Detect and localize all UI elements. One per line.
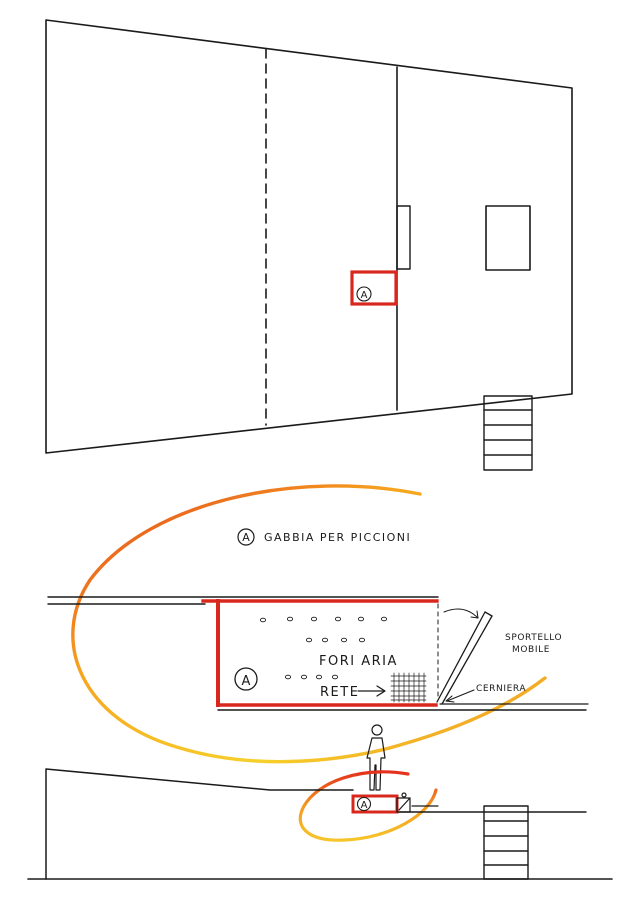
hinge-label: CERNIERA (476, 684, 526, 694)
air-holes-label: FORI ARIA (319, 654, 398, 669)
door-swing-arrowhead (470, 610, 479, 619)
cage-detail-section: FORI ARIA A RETE (47, 596, 589, 711)
cage-marker-elevation: A (356, 796, 372, 812)
hinge-arrow (445, 689, 475, 703)
elevation-view: A (27, 768, 613, 880)
legend: A GABBIA PER PICCIONI (237, 528, 411, 546)
human-figure (366, 724, 386, 791)
plan-outline (45, 19, 573, 454)
air-holes (259, 616, 388, 680)
net-arrow (357, 685, 386, 697)
cage-marker-plan-letter: A (361, 290, 368, 301)
legend-marker-circle (237, 528, 255, 546)
pigeon-cage-plan (350, 270, 398, 306)
door-label-line1: SPORTELLO (505, 633, 562, 643)
wire-net (390, 672, 427, 703)
plan-stairs (483, 395, 533, 471)
cage-marker-detail: A (234, 667, 258, 691)
cage-marker-plan: A (356, 286, 372, 302)
door-swing-arrow (443, 608, 479, 619)
legend-marker-letter: A (242, 531, 250, 544)
elevation-stairs (483, 805, 529, 880)
highlight-swirl-small (298, 770, 438, 842)
cage-marker-detail-letter: A (242, 674, 251, 689)
elevation-door-box (396, 792, 411, 813)
highlight-swirl-large (71, 484, 547, 764)
elevation-roof (45, 768, 354, 880)
plan-door-niche (396, 205, 411, 270)
plan-view: A (45, 19, 573, 471)
legend-text: GABBIA PER PICCIONI (264, 531, 411, 544)
plan-window (485, 205, 531, 271)
door-label-line2: MOBILE (512, 645, 550, 655)
movable-door (436, 611, 493, 705)
cage-marker-elevation-letter: A (361, 800, 368, 811)
net-label: RETE (320, 685, 359, 700)
